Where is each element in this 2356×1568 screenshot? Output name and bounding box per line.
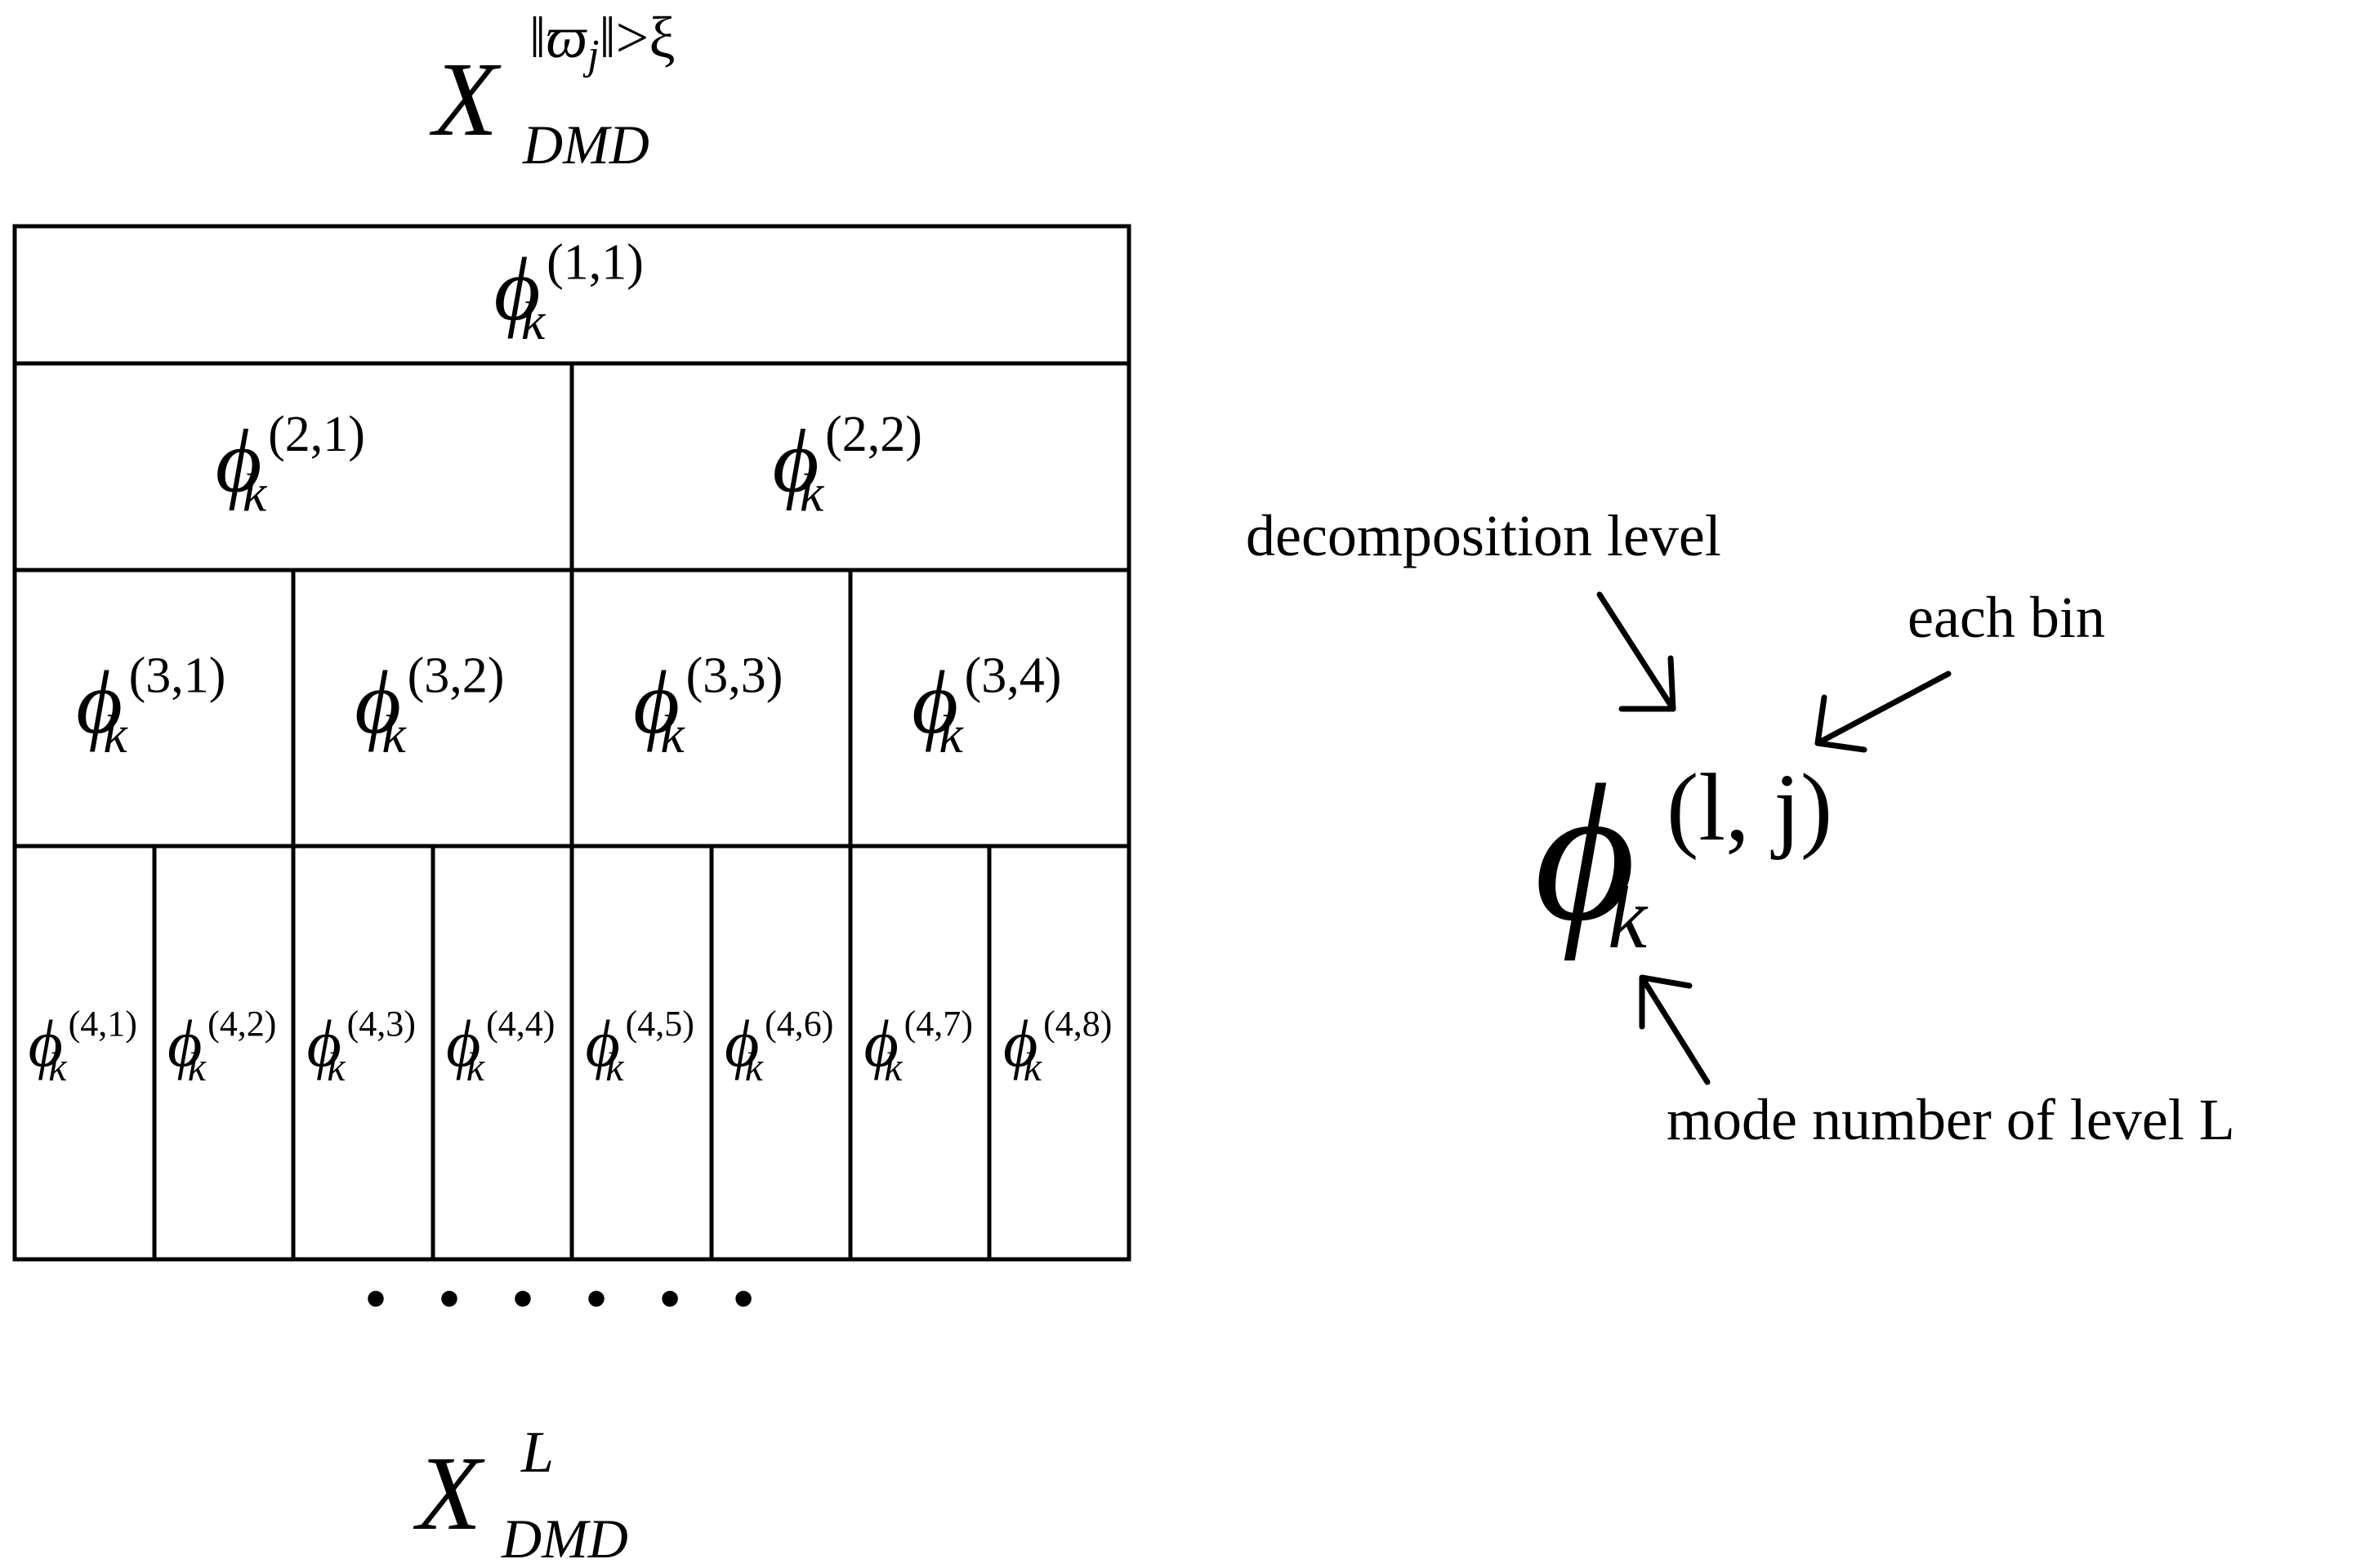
legend-phi-symbol: ϕ <box>1534 744 1635 961</box>
cell-level3-2: ϕ(3,2)k <box>355 648 504 765</box>
cell-level4-6: ϕ(4,6)k <box>725 1004 833 1089</box>
cell-phi: ϕ <box>725 1006 759 1080</box>
cell-superscript: (3,4) <box>965 648 1062 704</box>
cell-phi: ϕ <box>355 653 401 752</box>
bottom-expr-subscript: DMD <box>501 1508 628 1568</box>
label-decomposition-level: decomposition level <box>1246 503 1721 568</box>
top-expr-superscript: ‖ϖj‖>ξ <box>529 5 675 78</box>
arrow-mode-number <box>1639 974 1711 1085</box>
cell-level4-4: ϕ(4,4)k <box>446 1004 555 1089</box>
cell-superscript: (2,1) <box>268 407 365 462</box>
cell-superscript: (3,1) <box>129 648 226 704</box>
cell-subscript: k <box>521 292 547 351</box>
bottom-expression: X L DMD <box>413 1419 628 1568</box>
cell-subscript: k <box>188 1044 207 1089</box>
top-expression: X ‖ϖj‖>ξ DMD <box>429 5 675 176</box>
legend-superscript: (l, j) <box>1667 754 1832 861</box>
cell-phi: ϕ <box>586 1006 620 1080</box>
cell-subscript: k <box>745 1044 764 1089</box>
label-each-bin: each bin <box>1908 585 2105 650</box>
cell-subscript: k <box>884 1044 903 1089</box>
top-expr-subscript: DMD <box>522 114 649 176</box>
cell-subscript: k <box>660 705 685 764</box>
cell-level3-1: ϕ(3,1)k <box>76 648 225 765</box>
label-mode-number: mode number of level L <box>1667 1087 2235 1152</box>
cell-level4-3: ϕ(4,3)k <box>307 1004 416 1089</box>
cell-subscript: k <box>327 1044 346 1089</box>
cell-level2-2: ϕ(2,2)k <box>773 407 922 523</box>
cell-subscript: k <box>243 464 268 523</box>
notation-legend: decomposition level each bin mode number… <box>1246 503 2235 1152</box>
cell-superscript: (4,4) <box>486 1004 555 1044</box>
cell-superscript: (4,3) <box>347 1004 416 1044</box>
cell-level4-1: ϕ(4,1)k <box>29 1004 137 1089</box>
cell-superscript: (2,2) <box>825 407 922 462</box>
cell-subscript: k <box>939 705 964 764</box>
arrow-decomposition-level <box>1596 591 1676 712</box>
cell-phi: ϕ <box>494 239 541 339</box>
cell-phi: ϕ <box>773 412 819 511</box>
cell-subscript: k <box>605 1044 624 1089</box>
legend-subscript: k <box>1608 870 1649 967</box>
cell-level4-7: ϕ(4,7)k <box>864 1004 973 1089</box>
cell-subscript: k <box>1024 1044 1042 1089</box>
cell-phi: ϕ <box>307 1006 341 1080</box>
cell-phi: ϕ <box>912 653 958 752</box>
cell-level1-1: ϕ(1,1)k <box>494 235 644 352</box>
cell-superscript: (1,1) <box>547 235 644 291</box>
cell-phi: ϕ <box>1003 1006 1037 1080</box>
cell-level3-3: ϕ(3,3)k <box>633 648 783 765</box>
cell-superscript: (4,7) <box>904 1004 973 1044</box>
cell-superscript: (4,6) <box>765 1004 833 1044</box>
cell-superscript: (4,5) <box>626 1004 694 1044</box>
cell-superscript: (3,3) <box>686 648 783 704</box>
cell-subscript: k <box>466 1044 485 1089</box>
cell-phi: ϕ <box>216 412 262 511</box>
cell-phi: ϕ <box>633 653 680 752</box>
cell-superscript: (4,1) <box>69 1004 137 1044</box>
cell-superscript: (4,8) <box>1043 1004 1112 1044</box>
level-grid <box>12 224 1131 1262</box>
cell-phi: ϕ <box>29 1006 63 1080</box>
top-expr-base: X <box>429 41 502 158</box>
cell-subscript: k <box>800 464 825 523</box>
cell-level3-4: ϕ(3,4)k <box>912 648 1061 765</box>
cell-phi: ϕ <box>446 1006 480 1080</box>
cell-subscript: k <box>48 1044 67 1089</box>
cell-superscript: (3,2) <box>408 648 505 704</box>
cell-phi: ϕ <box>76 653 123 752</box>
cell-phi: ϕ <box>167 1006 202 1080</box>
bottom-expr-base: X <box>413 1435 485 1552</box>
bottom-expr-superscript: L <box>520 1419 554 1485</box>
cell-level4-5: ϕ(4,5)k <box>586 1004 694 1089</box>
cell-phi: ϕ <box>864 1006 899 1080</box>
cell-superscript: (4,2) <box>207 1004 276 1044</box>
cell-level4-2: ϕ(4,2)k <box>167 1004 276 1089</box>
cell-subscript: k <box>382 705 407 764</box>
cell-level4-8: ϕ(4,8)k <box>1003 1004 1112 1089</box>
arrow-each-bin <box>1814 670 1952 753</box>
cell-subscript: k <box>103 705 128 764</box>
cell-level2-1: ϕ(2,1)k <box>216 407 365 523</box>
ellipsis: · · · · · · <box>359 1244 768 1352</box>
